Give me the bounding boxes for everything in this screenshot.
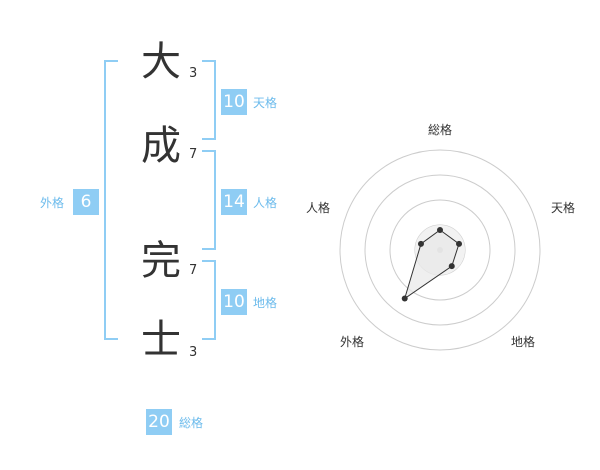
name-char-4: 士 bbox=[141, 317, 181, 363]
jinkaku-value-badge: 14 bbox=[221, 189, 247, 215]
name-char-2: 成 bbox=[141, 123, 181, 169]
gaikaku-bracket bbox=[104, 60, 118, 340]
radar-axis-label-soukaku: 総格 bbox=[428, 123, 453, 137]
stroke-count-4: 3 bbox=[189, 345, 198, 360]
chikaku-bracket bbox=[202, 260, 216, 340]
tenkaku-value-badge: 10 bbox=[221, 89, 247, 115]
name-char-1: 大 bbox=[141, 39, 181, 85]
gaikaku-label: 外格 bbox=[40, 196, 65, 210]
radar-axis-label-gaikaku: 外格 bbox=[340, 335, 365, 349]
radar-point-1 bbox=[456, 240, 463, 247]
chikaku-value-badge: 10 bbox=[221, 289, 247, 315]
radar-point-0 bbox=[437, 227, 443, 233]
radar-series-polygon bbox=[403, 229, 460, 300]
radar-axis-label-chikaku: 地格 bbox=[511, 335, 536, 349]
radar-axis-label-jinkaku: 人格 bbox=[306, 201, 331, 215]
radar-axis-label-tenkaku: 天格 bbox=[551, 201, 576, 215]
gaikaku-value-badge: 6 bbox=[73, 189, 99, 215]
jinkaku-label: 人格 bbox=[253, 196, 278, 210]
radar-point-2 bbox=[448, 263, 455, 270]
stroke-count-3: 7 bbox=[189, 263, 198, 278]
jinkaku-bracket bbox=[202, 150, 216, 250]
name-char-3: 完 bbox=[141, 238, 181, 284]
radar-point-3 bbox=[401, 295, 408, 302]
radar-ring-4 bbox=[339, 149, 541, 351]
radar-point-4 bbox=[417, 240, 424, 247]
stroke-count-2: 7 bbox=[189, 147, 198, 162]
soukaku-label: 総格 bbox=[179, 416, 204, 430]
soukaku-value-badge: 20 bbox=[146, 409, 172, 435]
radar-ring-3 bbox=[364, 174, 516, 326]
tenkaku-bracket bbox=[202, 60, 216, 140]
tenkaku-label: 天格 bbox=[253, 96, 278, 110]
stroke-count-1: 3 bbox=[189, 66, 198, 81]
radar-ring-2 bbox=[389, 199, 491, 301]
chikaku-label: 地格 bbox=[253, 296, 278, 310]
